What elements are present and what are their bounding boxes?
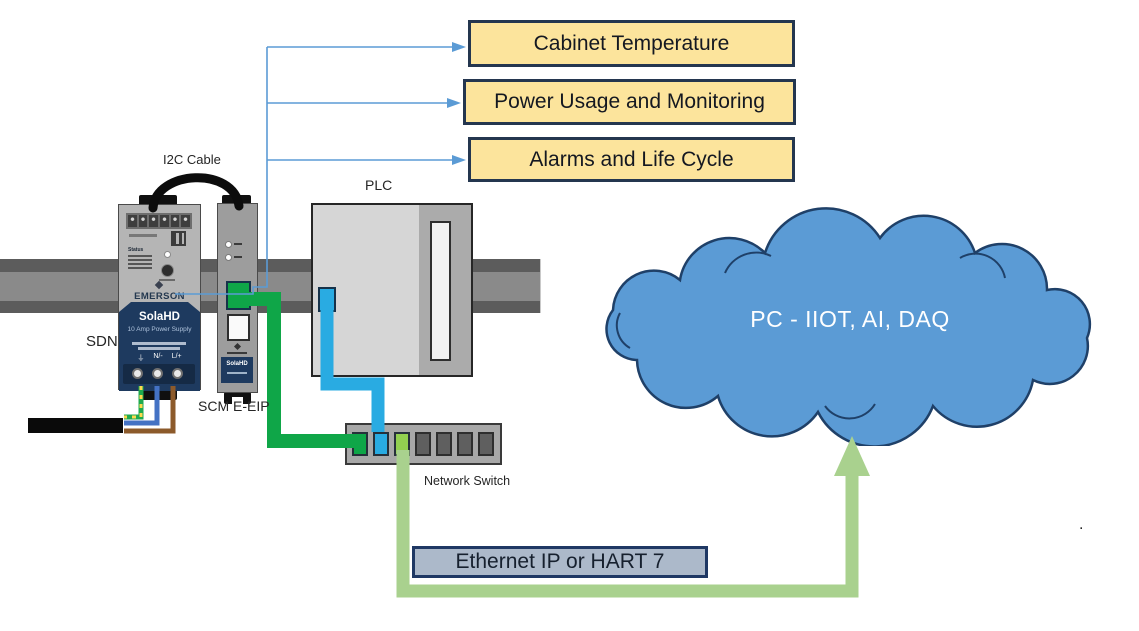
switch-port-3-lightgreen	[394, 432, 410, 456]
cloud-inner-arc	[724, 251, 772, 274]
switch-port-7	[478, 432, 494, 456]
psu-status-legend-title: Status	[128, 247, 144, 253]
psu-terminal-screw	[172, 368, 183, 379]
psu-status-led	[164, 251, 171, 258]
network-switch	[345, 423, 502, 465]
plc-ethernet-port	[318, 287, 336, 312]
ground-symbol: ⏚	[137, 355, 145, 362]
line-label: L/+	[171, 353, 182, 360]
scm-subtitle-microtext	[227, 372, 247, 374]
annotation-label: Cabinet Temperature	[533, 31, 730, 55]
psu-rating-line	[138, 347, 180, 350]
scm-mounting-tab-bottom	[224, 392, 251, 404]
annotation-box-cabinet-temperature: Cabinet Temperature	[468, 20, 795, 67]
emerson-logo-icon	[154, 280, 164, 290]
i2c-cable-label: I2C Cable	[163, 152, 221, 167]
plc-label: PLC	[365, 177, 393, 193]
switch-port-5	[436, 432, 452, 456]
scm-label: SCM E-EIP	[198, 398, 270, 414]
scm-eip-module: SolaHD	[217, 203, 258, 393]
cloud-inner-arc	[959, 252, 1006, 279]
emerson-logo-icon	[233, 342, 242, 351]
bus-protocol-label: Ethernet IP or HART 7	[412, 546, 708, 578]
psu-brand-text: EMERSON	[134, 291, 185, 302]
stray-dot: .	[1079, 516, 1084, 533]
annotation-box-power-usage: Power Usage and Monitoring	[463, 79, 796, 125]
psu-top-terminal-strip	[126, 213, 192, 229]
switch-port-6	[457, 432, 473, 456]
annotation-label: Power Usage and Monitoring	[494, 90, 765, 113]
psu-terminal-screw	[132, 368, 143, 379]
psu-series-name: SolaHD	[139, 311, 180, 323]
supply-cable-black	[28, 418, 123, 433]
psu-bottom-terminal-block	[123, 364, 195, 384]
cloud-label: PC - IIOT, AI, DAQ	[750, 306, 950, 332]
psu-status-line	[128, 263, 152, 265]
psu-microtext	[129, 234, 157, 237]
bus-protocol-text: Ethernet IP or HART 7	[455, 550, 665, 573]
scm-brand-microtext	[227, 352, 247, 354]
scm-aux-port	[227, 314, 250, 341]
arrowhead-branch-3	[452, 155, 466, 165]
scm-ethernet-port	[226, 281, 251, 310]
neutral-label: N/-	[153, 353, 163, 360]
psu-knob-caption	[159, 279, 175, 281]
psu-lower-panel: SolaHD 10 Amp Power Supply ⏚ N/- L/+	[119, 302, 200, 391]
psu-subtitle: 10 Amp Power Supply	[127, 326, 192, 333]
switch-port-1-green	[352, 432, 368, 456]
network-switch-label: Network Switch	[424, 474, 511, 488]
cloud-shape	[605, 207, 1092, 446]
power-supply-sdn: Status EMERSON SolaHD 10 Amp Power Suppl…	[118, 204, 201, 390]
switch-port-2-cyan	[373, 432, 389, 456]
arrowhead-branch-2	[447, 98, 461, 108]
plc-slot-window	[430, 221, 451, 361]
psu-adjust-knob	[161, 264, 174, 277]
psu-qr-code	[171, 231, 186, 246]
annotation-box-alarms-lifecycle: Alarms and Life Cycle	[468, 137, 795, 182]
switch-port-4	[415, 432, 431, 456]
scm-series-name: SolaHD	[226, 361, 248, 367]
scm-tab-notch	[232, 397, 243, 404]
scm-led-label	[234, 243, 242, 245]
psu-terminal-screw	[152, 368, 163, 379]
scm-led	[225, 254, 232, 261]
psu-rating-line	[132, 342, 186, 345]
arrowhead-branch-1	[452, 42, 466, 52]
annotation-label: Alarms and Life Cycle	[529, 147, 734, 171]
scm-led-label	[234, 256, 242, 258]
psu-status-line	[128, 255, 152, 257]
cloud-inner-arc	[824, 403, 876, 420]
scm-led	[225, 241, 232, 248]
sdn-label: SDN	[86, 333, 118, 350]
psu-status-line	[128, 267, 152, 269]
scm-label-plate: SolaHD	[221, 357, 253, 383]
cloud-inner-arc	[615, 312, 631, 349]
psu-terminal-labels: ⏚ N/- L/+	[119, 353, 200, 363]
psu-status-line	[128, 259, 152, 261]
